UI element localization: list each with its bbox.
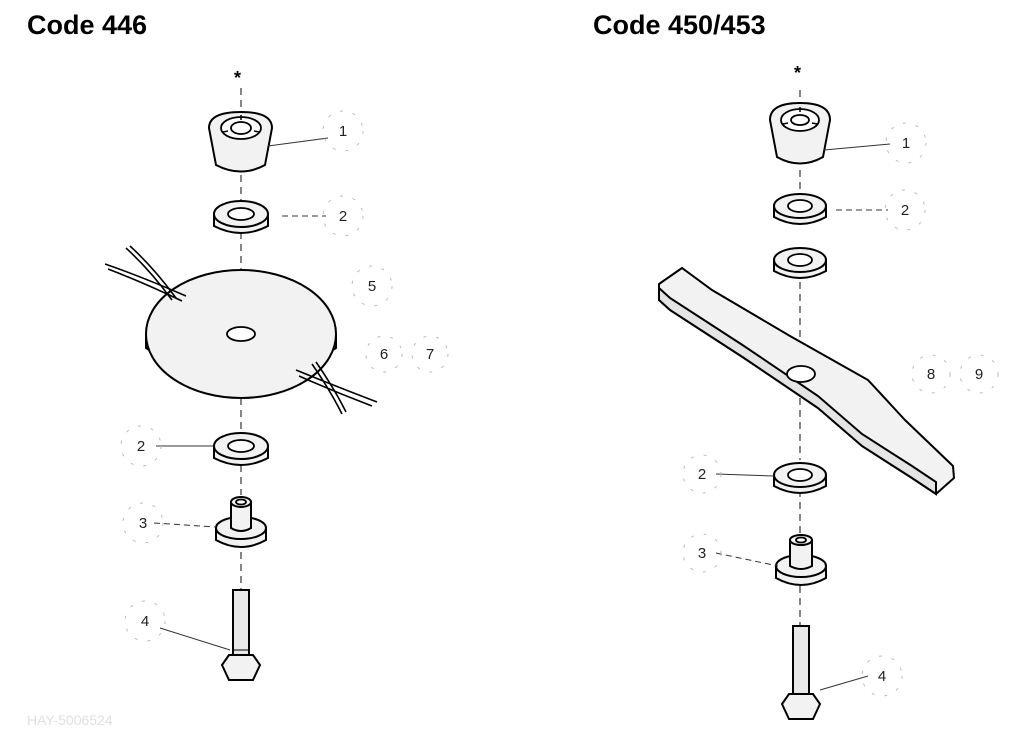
- right-bushing: [775, 534, 827, 586]
- title-code-446: Code 446: [27, 10, 148, 40]
- right-callout-2b: 2: [698, 466, 706, 483]
- left-washer-top: [213, 200, 269, 234]
- left-leader-3: [153, 522, 217, 528]
- right-callout-bubble-8: [911, 354, 951, 394]
- right-washer-top: [773, 193, 827, 225]
- left-callout-3: 3: [139, 515, 147, 532]
- reference-code: HAY-5006524: [27, 712, 113, 728]
- left-callout-7: 7: [426, 346, 434, 363]
- right-washer-middle: [773, 247, 827, 279]
- left-callout-bubble-1: [322, 110, 364, 152]
- right-callout-bubble-9: [959, 354, 999, 394]
- right-callout-3: 3: [698, 545, 706, 562]
- right-leader-1: [823, 143, 891, 151]
- left-bolt: [220, 589, 262, 681]
- left-callout-2a: 2: [339, 208, 347, 225]
- left-callout-bubble-5: [351, 265, 393, 307]
- right-leader-4: [819, 675, 869, 691]
- right-leader-2b: [715, 473, 775, 477]
- left-callout-1: 1: [339, 123, 347, 140]
- left-callout-4: 4: [141, 613, 149, 630]
- right-cap-part: [768, 101, 832, 165]
- right-blade: [658, 266, 956, 496]
- left-callout-bubble-2b: [120, 425, 162, 467]
- left-assembly: *: [104, 68, 449, 681]
- right-callout-9: 9: [975, 366, 983, 383]
- right-callout-1: 1: [902, 135, 910, 152]
- right-star-marker: *: [794, 63, 801, 83]
- left-callout-6: 6: [380, 346, 388, 363]
- right-callout-bubble-2a: [884, 189, 926, 231]
- right-callout-bubble-3: [682, 533, 722, 573]
- left-callout-bubble-6: [365, 335, 403, 373]
- left-callout-bubble-3: [122, 502, 164, 544]
- right-callout-4: 4: [878, 668, 886, 685]
- left-callout-bubble-4: [124, 600, 166, 642]
- right-callout-bubble-2b: [682, 454, 722, 494]
- left-callout-5: 5: [368, 278, 376, 295]
- left-callout-bubble-2a: [322, 195, 364, 237]
- left-callout-2b: 2: [137, 438, 145, 455]
- right-bolt: [780, 625, 822, 720]
- left-star-marker: *: [234, 68, 241, 88]
- right-callout-bubble-4: [861, 655, 903, 697]
- left-cap-part: [207, 110, 274, 173]
- right-leader-3: [715, 552, 779, 567]
- right-washer-bottom: [773, 462, 827, 494]
- left-callout-bubble-7: [411, 335, 449, 373]
- right-callout-8: 8: [927, 366, 935, 383]
- left-leader-4: [159, 627, 231, 651]
- title-code-450-453: Code 450/453: [593, 10, 766, 40]
- left-leader-1: [267, 137, 329, 147]
- left-trimmer-disc: [104, 245, 378, 415]
- left-bushing: [215, 496, 267, 548]
- right-callout-bubble-1: [885, 122, 927, 164]
- right-callout-2a: 2: [901, 202, 909, 219]
- left-washer-bottom: [213, 432, 269, 466]
- right-assembly: *: [658, 63, 999, 720]
